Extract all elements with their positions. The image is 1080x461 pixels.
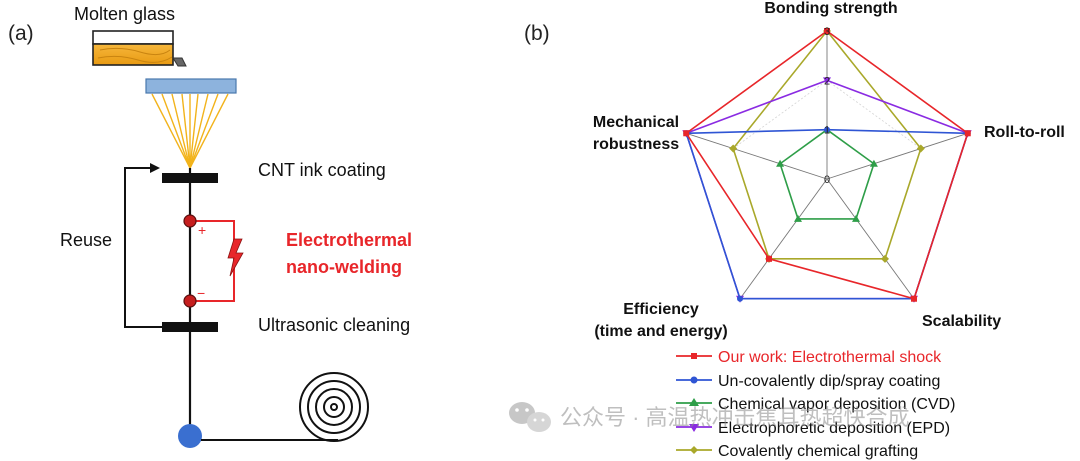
- crucible-icon: [92, 30, 187, 67]
- data-point: [729, 144, 738, 153]
- series-line: [732, 29, 922, 260]
- tick-label: 1: [824, 125, 830, 137]
- molten-glass-label: Molten glass: [74, 4, 175, 24]
- axis-label-scalability: Scalability: [922, 313, 1001, 330]
- wechat-icon: [509, 402, 551, 432]
- data-point: [776, 159, 785, 167]
- data-point: [824, 126, 830, 133]
- roller-icon: [178, 424, 202, 448]
- lightning-icon: [227, 238, 244, 277]
- legend-item: Electrophoretic deposition (EPD): [676, 420, 950, 437]
- legend: Our work: Electrothermal shock Un-covale…: [676, 349, 955, 460]
- radar-series: [682, 27, 972, 303]
- data-point: [869, 159, 878, 167]
- data-point: [851, 214, 860, 222]
- axis-label-mechanical-2: robustness: [593, 136, 679, 153]
- panel-b: (b) 0 1 2 3 Bonding strength Roll-to-roll S…: [509, 0, 1065, 460]
- ultrasonic-bar: [162, 322, 218, 332]
- spoke: [826, 178, 915, 299]
- data-point: [964, 130, 971, 137]
- tick-label: 0: [824, 174, 830, 186]
- legend-item: Our work: Electrothermal shock: [676, 349, 942, 366]
- minus-sign: −: [197, 285, 205, 301]
- cnt-ink-label: CNT ink coating: [258, 160, 386, 180]
- axis-label-mechanical-1: Mechanical: [593, 114, 679, 131]
- plus-sign: +: [198, 222, 206, 238]
- legend-label-cvd: Chemical vapor deposition (CVD): [718, 396, 955, 413]
- data-point: [683, 130, 690, 137]
- ultrasonic-label: Ultrasonic cleaning: [258, 315, 410, 335]
- electrode-top: [183, 214, 197, 228]
- glass-plate: [145, 78, 237, 94]
- tick-label: 3: [824, 26, 830, 38]
- data-point: [823, 77, 831, 85]
- arrow-right-icon: [150, 163, 160, 173]
- data-point: [824, 28, 830, 34]
- legend-label-our-work: Our work: Electrothermal shock: [718, 349, 942, 366]
- tick-label: 2: [824, 75, 830, 87]
- reuse-label: Reuse: [60, 230, 112, 250]
- axis-label-roll: Roll-to-roll: [984, 124, 1065, 141]
- data-point: [880, 254, 889, 263]
- watermark-text: 公众号 · 高温热冲击焦耳热超快合成: [560, 405, 910, 430]
- data-point: [794, 214, 803, 222]
- axis-label-bonding: Bonding strength: [764, 0, 897, 17]
- legend-label-grafting: Covalently chemical grafting: [718, 443, 918, 460]
- cnt-coating-bar: [162, 173, 218, 183]
- legend-item: Chemical vapor deposition (CVD): [676, 396, 955, 413]
- watermark: 公众号 · 高温热冲击焦耳热超快合成: [509, 402, 910, 432]
- axis-label-efficiency-1: Efficiency: [623, 301, 699, 318]
- electrothermal-label-line2: nano-welding: [286, 257, 402, 277]
- spoke: [739, 178, 828, 299]
- data-point: [910, 295, 917, 302]
- legend-label-epd: Electrophoretic deposition (EPD): [718, 420, 950, 437]
- panel-a: (a) Molten glass CNT ink coat: [8, 4, 412, 448]
- series-line: [685, 30, 969, 300]
- spoke: [826, 132, 968, 180]
- panel-b-tag: (b): [524, 22, 550, 45]
- series-our_work: [683, 28, 971, 302]
- legend-item: Un-covalently dip/spray coating: [676, 373, 940, 390]
- panel-a-tag: (a): [8, 22, 34, 45]
- electrode-bottom: [183, 294, 197, 308]
- circuit: + −: [183, 214, 244, 308]
- radar-ticks: 0 1 2 3: [824, 26, 830, 186]
- series-line: [685, 128, 969, 300]
- electrothermal-label-line1: Electrothermal: [286, 230, 412, 250]
- data-point: [766, 255, 773, 262]
- legend-item: Covalently chemical grafting: [676, 443, 918, 460]
- spoke: [686, 132, 828, 180]
- legend-label-uncovalent: Un-covalently dip/spray coating: [718, 373, 940, 390]
- fiber-fan-icon: [151, 93, 229, 169]
- series-line: [779, 128, 875, 220]
- reuse-loop: [124, 163, 162, 328]
- axis-label-efficiency-2: (time and energy): [594, 323, 727, 340]
- data-point: [737, 295, 744, 302]
- data-point: [916, 144, 925, 153]
- spool-icon: [299, 372, 369, 442]
